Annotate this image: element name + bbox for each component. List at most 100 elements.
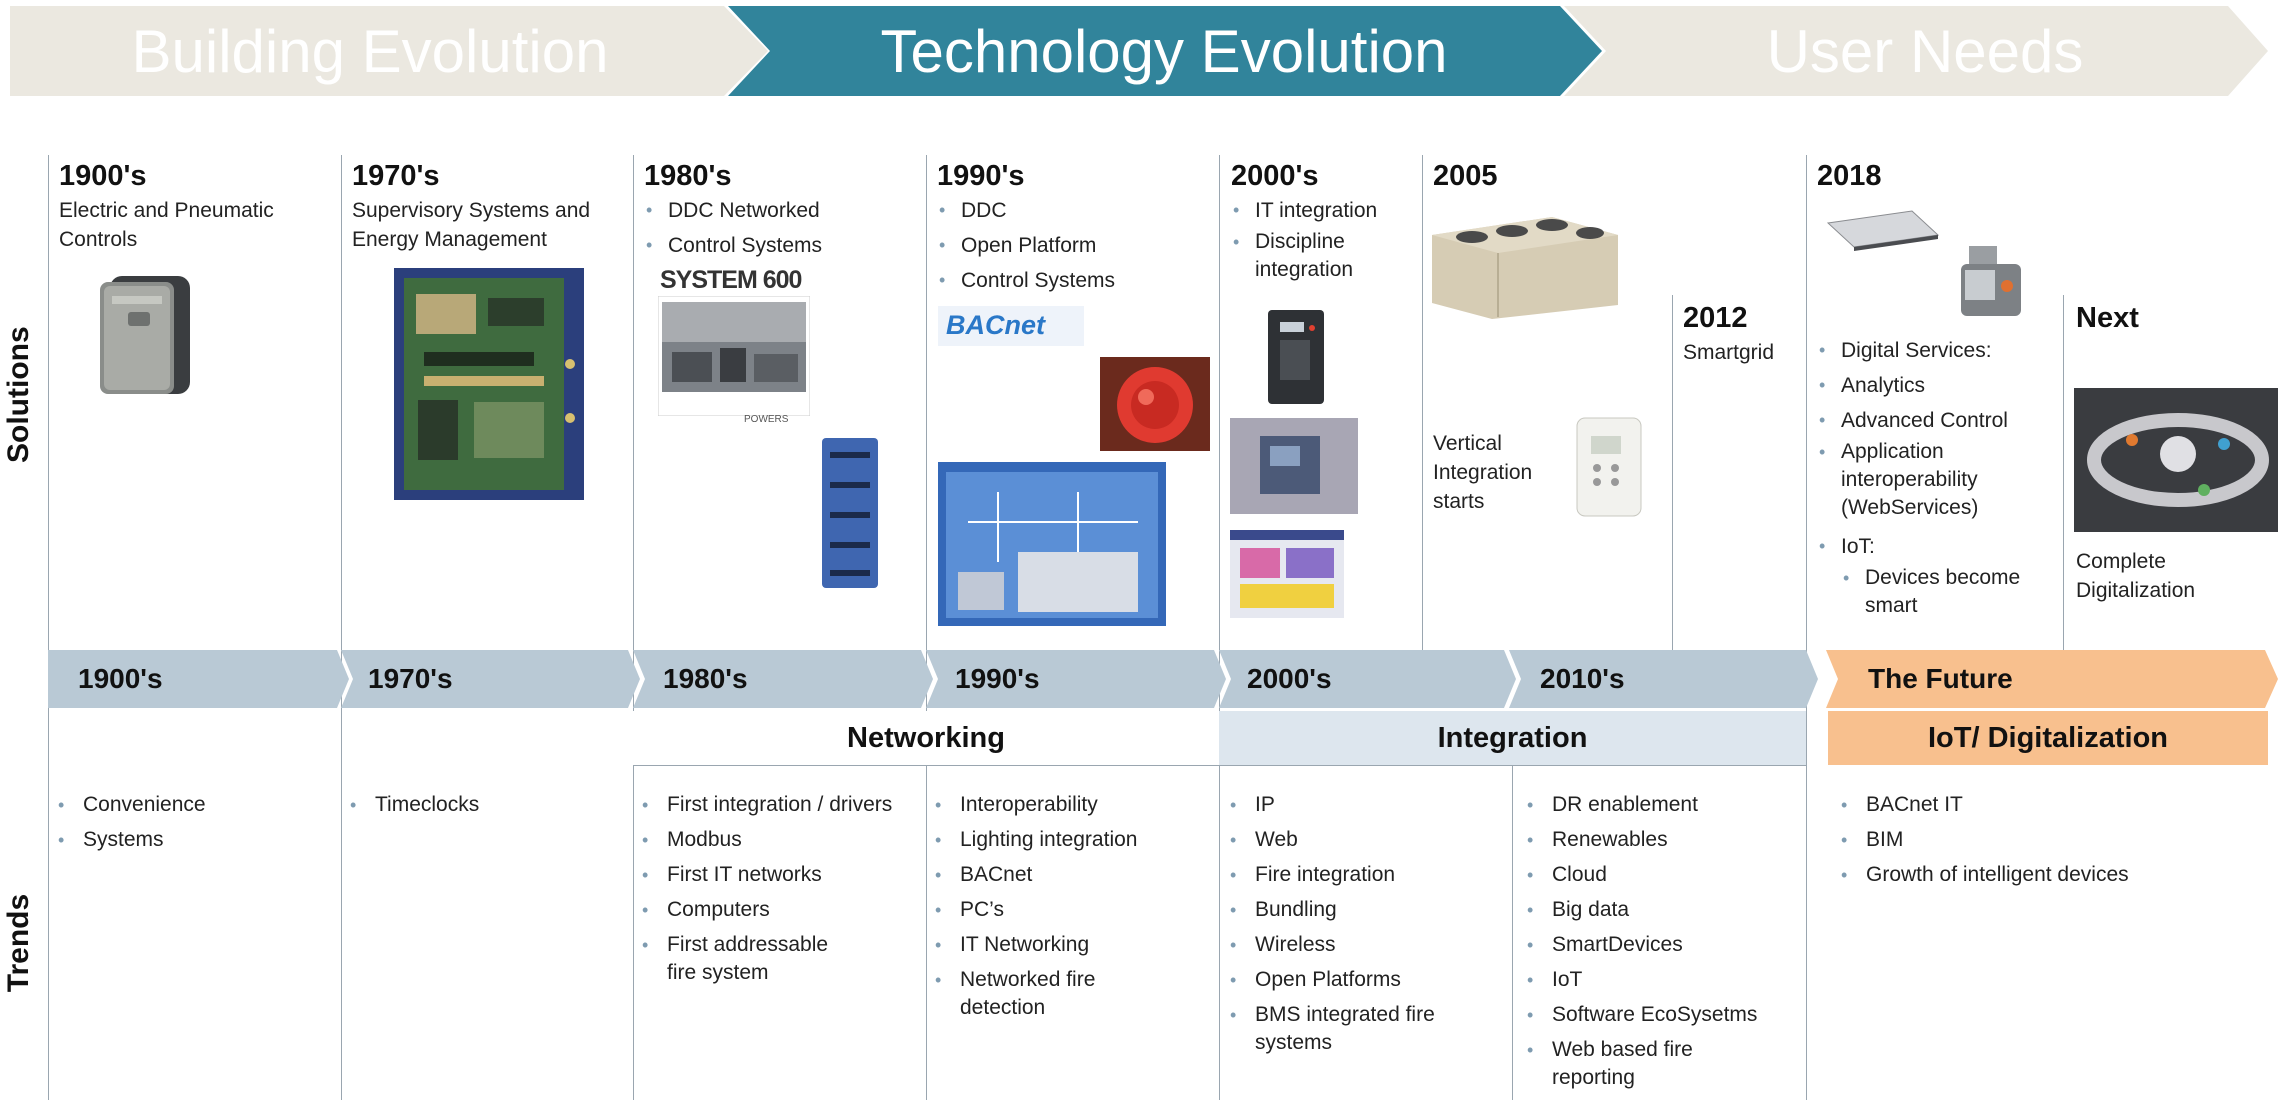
- timeline-future-segment: [1826, 650, 2278, 708]
- solution-desc-2005: Vertical Integration starts: [1433, 432, 1533, 513]
- list-item: IP: [1227, 791, 1507, 819]
- timeline-label-2000s: 2000's: [1247, 663, 1332, 694]
- solution-year-2012: 2012: [1683, 302, 1748, 334]
- trends-list-1900s: Convenience Systems: [55, 791, 325, 861]
- list-item: Software EcoSysetms: [1524, 1001, 1804, 1029]
- bms-screenshot-image: [938, 462, 1166, 626]
- list-item: Growth of intelligent devices: [1838, 861, 2238, 889]
- list-item: Convenience: [55, 791, 325, 819]
- trends-list-1980s: First integration / drivers Modbus First…: [639, 791, 924, 994]
- list-item: Open Platform: [937, 228, 1207, 263]
- header-chevron-bar: [10, 6, 2268, 96]
- category-iot-digitalization: IoT/ Digitalization: [1828, 711, 2268, 765]
- pneumatic-control-image: [100, 276, 190, 394]
- list-item: DDC Networked: [644, 193, 914, 228]
- list-item: IT Networking: [932, 931, 1212, 959]
- list-item: Digital Services:: [1817, 333, 2057, 368]
- list-item: PC’s: [932, 896, 1212, 924]
- list-item: BIM: [1838, 826, 2238, 854]
- timeline-segment: [926, 650, 1226, 708]
- solution-year-next: Next: [2076, 302, 2139, 334]
- grid-line: [341, 155, 342, 1100]
- timeline-segment: [1219, 650, 1516, 708]
- grid-line: [1806, 155, 1807, 1100]
- solution-desc-next: Complete Digitalization: [2076, 550, 2196, 602]
- timeline-segment: [1509, 650, 1818, 708]
- control-room-photo: [658, 296, 810, 416]
- timeline-label-1980s: 1980's: [663, 663, 748, 694]
- building-evolution-chevron: [10, 6, 768, 96]
- solution-desc-2012: Smartgrid: [1683, 341, 1775, 364]
- list-item: Application interoperability (WebService…: [1817, 438, 2057, 522]
- list-item: First addressable fire system: [639, 931, 857, 987]
- digitalization-concept-image: [2074, 388, 2278, 532]
- list-item: Control Systems: [644, 228, 914, 263]
- solutions-row-label: Solutions: [2, 326, 35, 463]
- solution-year-2005: 2005: [1433, 160, 1498, 192]
- category-integration: Integration: [1219, 711, 1806, 766]
- list-item: IoT: [1524, 966, 1804, 994]
- list-item: Wireless: [1227, 931, 1507, 959]
- solution-list-1990s: DDC Open Platform Control Systems: [937, 193, 1207, 298]
- grid-line: [1672, 295, 1673, 650]
- header-building-evolution[interactable]: Building Evolution: [131, 18, 609, 85]
- list-item: Devices become smart: [1817, 564, 2057, 620]
- list-item: Big data: [1524, 896, 1804, 924]
- timeline-label-1970s: 1970's: [368, 663, 453, 694]
- trends-list-future: BACnet IT BIM Growth of intelligent devi…: [1838, 791, 2238, 896]
- rooftop-unit-image: [1432, 217, 1618, 319]
- grid-line: [633, 155, 634, 1100]
- solution-year-1990s: 1990's: [937, 160, 1025, 192]
- solution-year-2018: 2018: [1817, 160, 1882, 192]
- list-item: Computers: [639, 896, 924, 924]
- solution-list-2000s: IT integration Discipline integration: [1231, 193, 1411, 291]
- list-item: Web: [1227, 826, 1507, 854]
- grid-line: [1512, 765, 1513, 1100]
- controller-module-image: [822, 438, 878, 588]
- solution-desc-1970s: Supervisory Systems and Energy Managemen…: [352, 199, 591, 251]
- integration-panel-image: [1268, 310, 1324, 404]
- actuator-device-image: [1961, 246, 2021, 316]
- trends-row-label: Trends: [2, 893, 35, 993]
- list-item: Networked fire detection: [932, 966, 1110, 1022]
- user-needs-chevron: [1564, 6, 2268, 96]
- timeline-label-future: The Future: [1868, 663, 2013, 694]
- solution-list-1980s: DDC Networked Control Systems: [644, 193, 914, 263]
- equipment-photo: [1230, 418, 1358, 514]
- list-item: IoT:: [1817, 529, 2057, 564]
- technology-evolution-chevron: [728, 6, 1602, 96]
- list-item: Cloud: [1524, 861, 1804, 889]
- header-technology-evolution[interactable]: Technology Evolution: [880, 18, 1448, 85]
- timeline-label-1990s: 1990's: [955, 663, 1040, 694]
- list-item: DR enablement: [1524, 791, 1804, 819]
- software-screenshot-image: [1230, 530, 1344, 618]
- list-item: Advanced Control: [1817, 403, 2057, 438]
- powers-caption: POWERS: [744, 414, 789, 425]
- list-item: Interoperability: [932, 791, 1212, 819]
- list-item: Modbus: [639, 826, 924, 854]
- timeline-label-2010s: 2010's: [1540, 663, 1625, 694]
- list-item: Systems: [55, 826, 325, 854]
- list-item: SmartDevices: [1524, 931, 1804, 959]
- solution-desc-1900s: Electric and Pneumatic Controls: [59, 199, 274, 251]
- trends-list-2000s: IP Web Fire integration Bundling Wireles…: [1227, 791, 1507, 1064]
- timeline-segment: [341, 650, 640, 708]
- list-item: IT integration: [1231, 193, 1411, 228]
- header-user-needs[interactable]: User Needs: [1766, 18, 2084, 85]
- list-item: BMS integrated fire systems: [1227, 1001, 1485, 1057]
- list-item: Bundling: [1227, 896, 1507, 924]
- trends-list-1970s: Timeclocks: [347, 791, 617, 826]
- grid-line: [1219, 155, 1220, 1100]
- timeline-segment: [633, 650, 933, 708]
- solution-year-1980s: 1980's: [644, 160, 732, 192]
- list-item: DDC: [937, 193, 1207, 228]
- ceiling-sensor-image: [1826, 210, 1940, 251]
- list-item: First IT networks: [639, 861, 924, 889]
- list-item: Lighting integration: [932, 826, 1212, 854]
- smart-thermostat-image: [1576, 417, 1642, 517]
- solution-year-2000s: 2000's: [1231, 160, 1319, 192]
- grid-line: [926, 155, 927, 1100]
- fire-alarm-image: [1100, 357, 1210, 451]
- list-item: BACnet IT: [1838, 791, 2238, 819]
- solution-year-1900s: 1900's: [59, 160, 147, 192]
